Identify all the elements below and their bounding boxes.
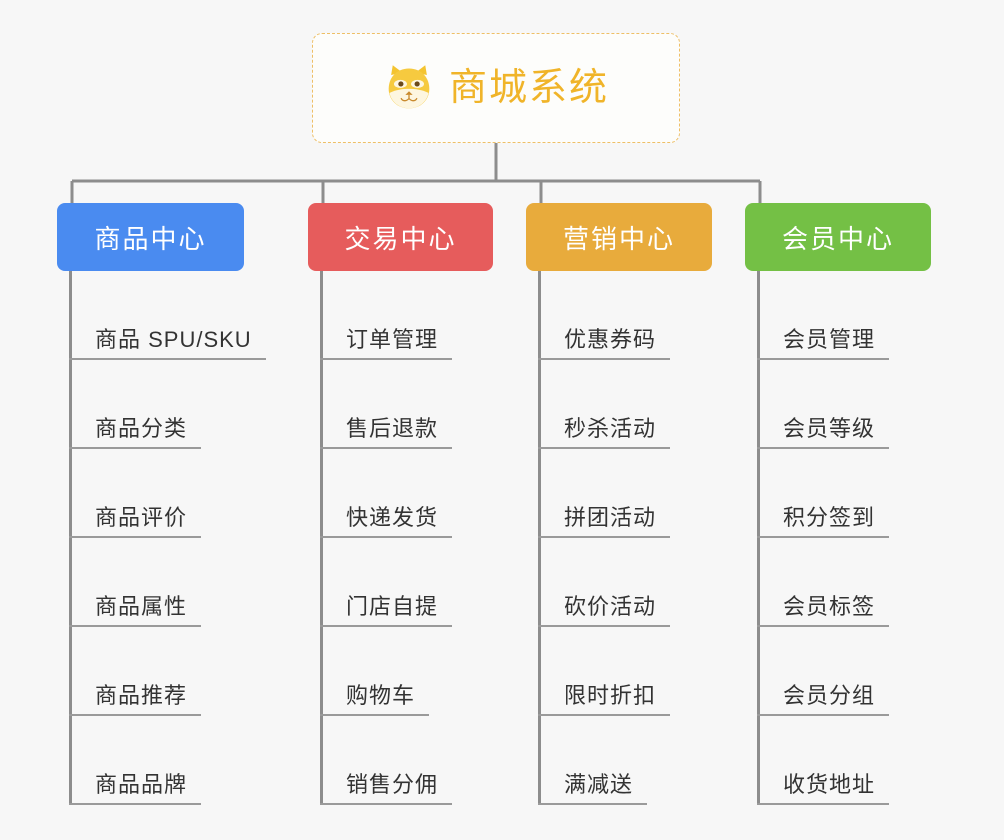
leaf-list-marketing-center: 优惠券码秒杀活动拼团活动砍价活动限时折扣满减送 bbox=[538, 271, 671, 805]
leaf-item[interactable]: 售后退款 bbox=[320, 360, 453, 449]
leaf-item-label: 积分签到 bbox=[783, 504, 876, 530]
leaf-underline: 商品分类 bbox=[69, 415, 202, 449]
category-column-trade-center: 交易中心订单管理售后退款快递发货门店自提购物车销售分佣 bbox=[308, 203, 493, 805]
leaf-underline: 会员分组 bbox=[757, 682, 890, 716]
leaf-item-label: 会员管理 bbox=[783, 326, 876, 352]
leaf-underline: 商品评价 bbox=[69, 504, 202, 538]
leaf-item[interactable]: 商品属性 bbox=[69, 538, 266, 627]
category-header-trade-center[interactable]: 交易中心 bbox=[308, 203, 493, 271]
leaf-item-label: 销售分佣 bbox=[346, 771, 439, 797]
leaf-list-trade-center: 订单管理售后退款快递发货门店自提购物车销售分佣 bbox=[320, 271, 453, 805]
leaf-item-label: 商品评价 bbox=[95, 504, 188, 530]
category-header-label: 营销中心 bbox=[562, 223, 675, 254]
leaf-item[interactable]: 砍价活动 bbox=[538, 538, 671, 627]
leaf-item-label: 会员标签 bbox=[783, 593, 876, 619]
category-header-label: 会员中心 bbox=[781, 223, 894, 254]
leaf-item[interactable]: 快递发货 bbox=[320, 449, 453, 538]
leaf-item-label: 购物车 bbox=[346, 682, 416, 708]
root-title: 商城系统 bbox=[448, 67, 609, 109]
leaf-item[interactable]: 门店自提 bbox=[320, 538, 453, 627]
leaf-item-label: 会员等级 bbox=[783, 415, 876, 441]
leaf-underline: 会员等级 bbox=[757, 415, 890, 449]
leaf-item-label: 优惠券码 bbox=[564, 326, 657, 352]
leaf-underline: 满减送 bbox=[538, 771, 648, 805]
column-rail-trade-center bbox=[320, 271, 323, 805]
leaf-item[interactable]: 秒杀活动 bbox=[538, 360, 671, 449]
leaf-underline: 商品推荐 bbox=[69, 682, 202, 716]
category-header-label: 交易中心 bbox=[344, 223, 457, 254]
leaf-item[interactable]: 收货地址 bbox=[757, 716, 890, 805]
column-rail-member-center bbox=[757, 271, 760, 805]
leaf-item-label: 商品品牌 bbox=[95, 771, 188, 797]
category-column-marketing-center: 营销中心优惠券码秒杀活动拼团活动砍价活动限时折扣满减送 bbox=[526, 203, 712, 805]
category-header-product-center[interactable]: 商品中心 bbox=[57, 203, 244, 271]
leaf-item-label: 门店自提 bbox=[346, 593, 439, 619]
leaf-item-label: 会员分组 bbox=[783, 682, 876, 708]
leaf-underline: 商品 SPU/SKU bbox=[69, 327, 266, 360]
leaf-underline: 销售分佣 bbox=[320, 771, 453, 805]
leaf-item[interactable]: 拼团活动 bbox=[538, 449, 671, 538]
column-rail-marketing-center bbox=[538, 271, 541, 805]
category-header-label: 商品中心 bbox=[94, 223, 207, 254]
leaf-underline: 会员标签 bbox=[757, 593, 890, 627]
leaf-item-label: 秒杀活动 bbox=[564, 415, 657, 441]
leaf-item[interactable]: 满减送 bbox=[538, 716, 670, 805]
leaf-underline: 订单管理 bbox=[320, 326, 453, 360]
leaf-underline: 快递发货 bbox=[320, 504, 453, 538]
leaf-item-label: 快递发货 bbox=[346, 504, 439, 530]
leaf-item[interactable]: 商品分类 bbox=[69, 360, 266, 449]
shiba-dog-face-icon bbox=[388, 65, 430, 109]
leaf-item-label: 限时折扣 bbox=[564, 682, 657, 708]
leaf-underline: 门店自提 bbox=[320, 593, 453, 627]
leaf-underline: 商品品牌 bbox=[69, 771, 202, 805]
leaf-item-label: 商品属性 bbox=[95, 593, 188, 619]
leaf-underline: 积分签到 bbox=[757, 504, 890, 538]
leaf-item-label: 商品 SPU/SKU bbox=[95, 326, 252, 352]
category-column-product-center: 商品中心商品 SPU/SKU 商品分类商品评价商品属性商品推荐商品品牌 bbox=[57, 203, 266, 805]
leaf-item-label: 砍价活动 bbox=[564, 593, 657, 619]
leaf-list-product-center: 商品 SPU/SKU 商品分类商品评价商品属性商品推荐商品品牌 bbox=[69, 271, 266, 805]
leaf-item[interactable]: 优惠券码 bbox=[538, 271, 671, 360]
leaf-item-label: 拼团活动 bbox=[564, 504, 657, 530]
leaf-underline: 拼团活动 bbox=[538, 504, 671, 538]
leaf-list-member-center: 会员管理会员等级积分签到会员标签会员分组收货地址 bbox=[757, 271, 890, 805]
leaf-underline: 商品属性 bbox=[69, 593, 202, 627]
leaf-underline: 限时折扣 bbox=[538, 682, 671, 716]
leaf-underline: 秒杀活动 bbox=[538, 415, 671, 449]
category-header-member-center[interactable]: 会员中心 bbox=[745, 203, 931, 271]
leaf-item-label: 商品分类 bbox=[95, 415, 188, 441]
root-node[interactable]: 商城系统 bbox=[312, 33, 680, 143]
leaf-underline: 售后退款 bbox=[320, 415, 453, 449]
leaf-item[interactable]: 会员分组 bbox=[757, 627, 890, 716]
leaf-underline: 会员管理 bbox=[757, 326, 890, 360]
leaf-item-label: 满减送 bbox=[564, 771, 634, 797]
leaf-underline: 收货地址 bbox=[757, 771, 890, 805]
leaf-item[interactable]: 订单管理 bbox=[320, 271, 453, 360]
leaf-item[interactable]: 购物车 bbox=[320, 627, 452, 716]
category-header-marketing-center[interactable]: 营销中心 bbox=[526, 203, 712, 271]
leaf-underline: 优惠券码 bbox=[538, 326, 671, 360]
leaf-item[interactable]: 会员管理 bbox=[757, 271, 890, 360]
leaf-item-label: 商品推荐 bbox=[95, 682, 188, 708]
leaf-item[interactable]: 积分签到 bbox=[757, 449, 890, 538]
leaf-item[interactable]: 商品品牌 bbox=[69, 716, 266, 805]
category-column-member-center: 会员中心会员管理会员等级积分签到会员标签会员分组收货地址 bbox=[745, 203, 931, 805]
leaf-item-label: 订单管理 bbox=[346, 326, 439, 352]
leaf-item[interactable]: 商品推荐 bbox=[69, 627, 266, 716]
leaf-item[interactable]: 会员等级 bbox=[757, 360, 890, 449]
leaf-item[interactable]: 限时折扣 bbox=[538, 627, 671, 716]
leaf-item[interactable]: 销售分佣 bbox=[320, 716, 453, 805]
leaf-underline: 砍价活动 bbox=[538, 593, 671, 627]
leaf-underline: 购物车 bbox=[320, 682, 430, 716]
leaf-item-label: 售后退款 bbox=[346, 415, 439, 441]
leaf-item[interactable]: 商品 SPU/SKU bbox=[69, 271, 266, 360]
column-rail-product-center bbox=[69, 271, 72, 805]
leaf-item-label: 收货地址 bbox=[783, 771, 876, 797]
leaf-item[interactable]: 会员标签 bbox=[757, 538, 890, 627]
leaf-item[interactable]: 商品评价 bbox=[69, 449, 266, 538]
